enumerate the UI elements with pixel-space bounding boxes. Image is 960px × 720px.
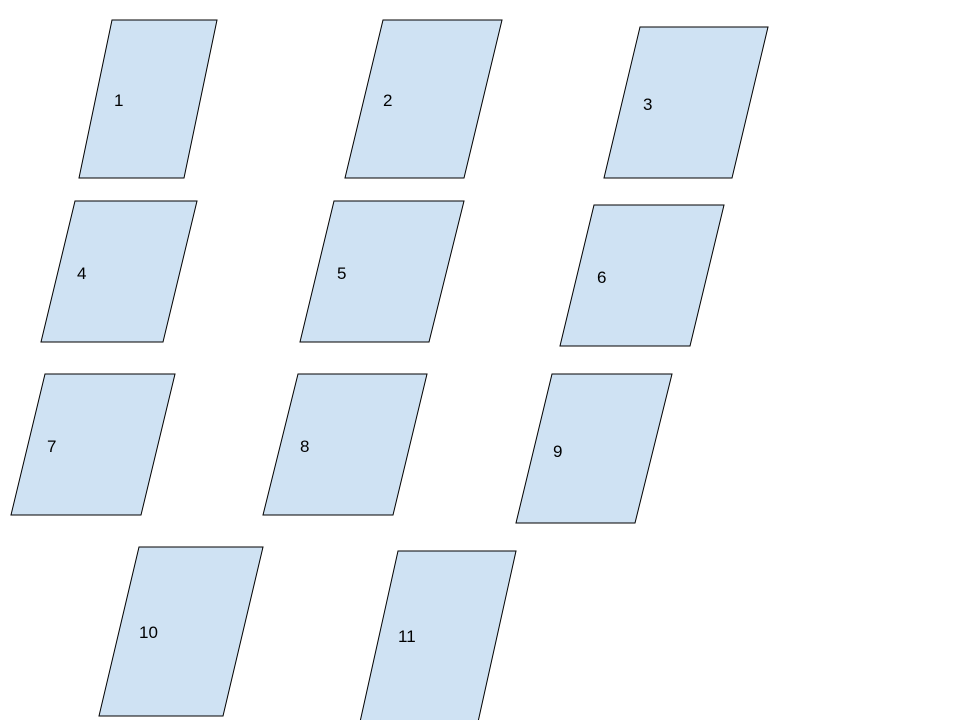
parallelogram-1[interactable]: 1 xyxy=(78,19,218,179)
parallelogram-6[interactable]: 6 xyxy=(559,204,725,347)
shape-label: 4 xyxy=(77,264,86,283)
parallelogram-3[interactable]: 3 xyxy=(603,26,769,179)
shape-label: 1 xyxy=(114,91,123,110)
parallelogram-10[interactable]: 10 xyxy=(98,546,264,717)
shape-label: 9 xyxy=(553,442,562,461)
shape-label: 7 xyxy=(47,437,56,456)
parallelogram-11[interactable]: 11 xyxy=(359,550,517,720)
parallelogram-5[interactable]: 5 xyxy=(299,200,465,343)
shape-label: 10 xyxy=(139,623,158,642)
parallelogram-4[interactable]: 4 xyxy=(40,200,198,343)
parallelogram-8[interactable]: 8 xyxy=(262,373,428,516)
shape-label: 8 xyxy=(300,437,309,456)
shape-label: 6 xyxy=(597,268,606,287)
shape-label: 2 xyxy=(383,91,392,110)
parallelogram-2[interactable]: 2 xyxy=(344,19,503,179)
shape-label: 3 xyxy=(643,95,652,114)
shape-label: 5 xyxy=(337,264,346,283)
parallelogram-7[interactable]: 7 xyxy=(10,373,176,516)
parallelogram-9[interactable]: 9 xyxy=(515,373,673,524)
shape-label: 11 xyxy=(398,627,416,646)
